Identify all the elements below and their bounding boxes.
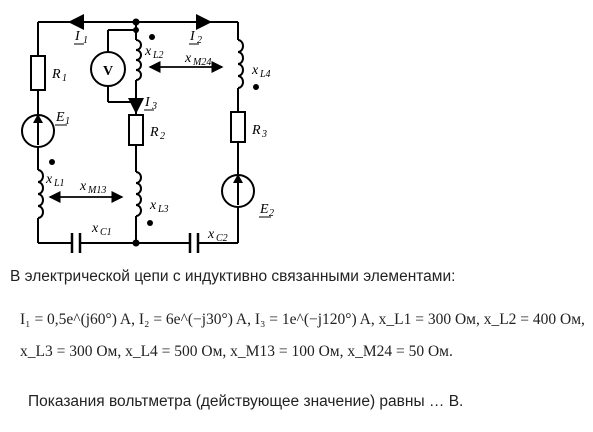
node-top	[132, 18, 140, 26]
svg-text:R: R	[149, 125, 159, 140]
given-values-line-2: x_L3 = 300 Ом, x_L4 = 500 Ом, x_M13 = 10…	[20, 343, 453, 360]
label-xm13: x M13	[79, 179, 106, 196]
problem-question: Показания вольтметра (действующее значен…	[28, 393, 464, 410]
label-i3: I 3	[144, 95, 157, 112]
resistor-r2	[128, 114, 144, 146]
coupling-dot-l3	[147, 220, 153, 226]
svg-text:I: I	[144, 95, 151, 110]
svg-text:E: E	[259, 202, 269, 217]
capacitor-xc1	[70, 233, 82, 253]
inductor-xl1	[37, 169, 44, 219]
label-xm24: x M24	[184, 51, 211, 68]
svg-text:x: x	[149, 198, 157, 213]
label-r2: R 2	[149, 125, 165, 142]
svg-text:x: x	[207, 227, 215, 242]
svg-text:C1: C1	[100, 227, 112, 238]
svg-text:L4: L4	[259, 69, 271, 80]
svg-text:2: 2	[160, 131, 165, 142]
label-xl3: x L3	[149, 198, 169, 215]
circuit-diagram: V I 1 I 2 I 3	[21, 14, 274, 253]
label-r3: R 3	[251, 123, 267, 140]
svg-text:x: x	[251, 63, 259, 78]
problem-intro: В электрической цепи с индуктивно связан…	[10, 268, 456, 285]
svg-text:R: R	[251, 123, 261, 138]
given-values-line-1: I₁ = 0,5e^(j60°) A, I₂ = 6e^(−j30°) A, I…	[20, 311, 585, 328]
svg-text:I: I	[74, 29, 81, 44]
svg-text:E: E	[55, 110, 65, 125]
label-xl4: x L4	[251, 63, 271, 80]
label-i1: I 1	[74, 29, 88, 46]
resistor-r3	[230, 111, 246, 143]
svg-text:3: 3	[261, 129, 267, 140]
svg-text:1: 1	[83, 35, 88, 46]
coupling-dot-l4	[253, 84, 259, 90]
label-e1: E 1	[55, 110, 70, 127]
voltmeter-label: V	[103, 64, 113, 79]
svg-text:3: 3	[151, 101, 157, 112]
svg-text:x: x	[79, 179, 87, 194]
svg-text:L2: L2	[152, 50, 164, 61]
node-voltmeter-top	[133, 27, 139, 33]
svg-text:L1: L1	[53, 178, 65, 189]
svg-text:M24: M24	[192, 57, 211, 68]
svg-text:1: 1	[62, 73, 67, 84]
coupling-dot-l2	[149, 34, 155, 40]
label-i2: I 2	[189, 29, 202, 46]
svg-text:C2: C2	[216, 233, 228, 244]
svg-text:R: R	[51, 67, 61, 82]
svg-text:L3: L3	[157, 204, 169, 215]
label-r1: R 1	[51, 67, 67, 84]
label-xl2: x L2	[144, 44, 164, 61]
label-xc1: x C1	[91, 221, 112, 238]
node-bottom	[132, 239, 140, 247]
svg-text:x: x	[91, 221, 99, 236]
source-e2	[221, 174, 255, 208]
label-xl1: x L1	[45, 172, 65, 189]
capacitor-xc2	[188, 233, 200, 253]
source-e1	[21, 114, 55, 148]
label-e2: E 2	[259, 202, 274, 219]
svg-text:x: x	[144, 44, 152, 59]
svg-text:x: x	[45, 172, 53, 187]
svg-text:x: x	[184, 51, 192, 66]
svg-text:1: 1	[65, 116, 70, 127]
label-xc2: x C2	[207, 227, 228, 244]
svg-text:M13: M13	[87, 185, 106, 196]
inductor-xl4	[237, 39, 244, 89]
inductor-xl2	[135, 39, 142, 81]
svg-text:2: 2	[197, 35, 202, 46]
coupling-dot-l1	[49, 159, 55, 165]
inductor-xl3	[135, 171, 142, 217]
svg-text:I: I	[189, 29, 196, 44]
svg-text:2: 2	[269, 208, 274, 219]
resistor-r1	[30, 55, 46, 91]
voltmeter: V	[90, 51, 126, 87]
